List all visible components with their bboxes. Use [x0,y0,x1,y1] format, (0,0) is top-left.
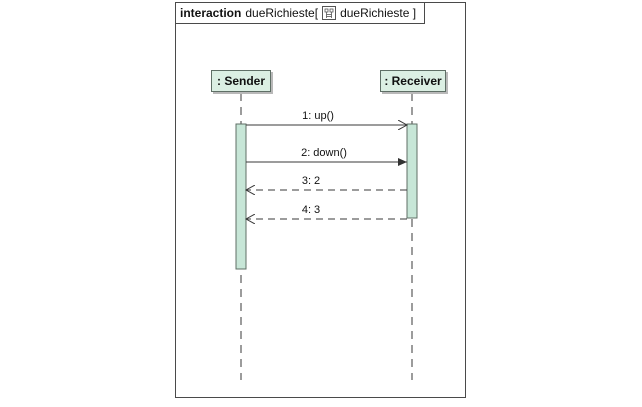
activation-sender [235,123,247,270]
lifeline-head-sender: : Sender [211,70,271,92]
frame-keyword: interaction [180,6,242,20]
frame-name: dueRichieste[ [245,6,319,20]
frame-ref-name: dueRichieste ] [340,6,417,20]
lifeline-label-receiver: : Receiver [384,74,442,88]
message-label-2: 2: down() [301,147,347,159]
message-label-3: 3: 2 [301,175,321,187]
lifeline-head-receiver: : Receiver [380,70,446,92]
frame-title-tab: interaction dueRichieste[ dueRichieste ] [176,3,426,24]
lifeline-label-sender: : Sender [216,74,265,88]
message-label-4: 4: 3 [301,204,321,216]
message-label-1: 1: up() [302,110,334,122]
activation-receiver [406,123,418,219]
interaction-ref-icon [322,6,337,20]
